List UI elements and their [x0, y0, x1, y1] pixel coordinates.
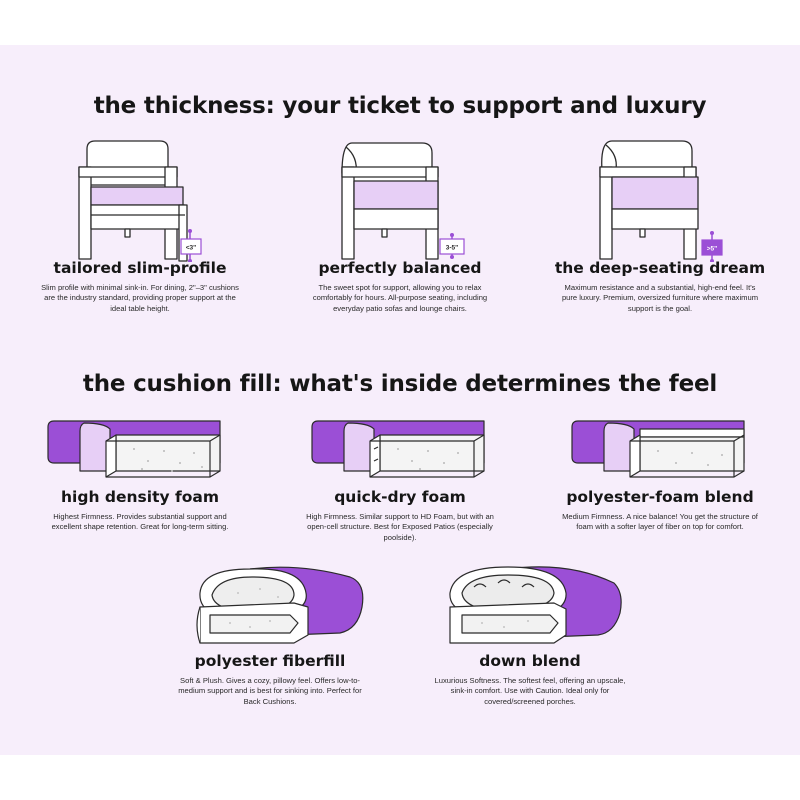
thickness-heading: the thickness: your ticket to support an… — [93, 93, 707, 119]
thickness-badge-deep: >5" — [707, 246, 718, 253]
item-description: Slim profile with minimal sink-in. For d… — [41, 283, 239, 313]
fill-item-poly-foam: polyester-foam blend Medium Firmness. A … — [540, 488, 780, 533]
item-title: down blend — [479, 652, 581, 670]
item-description: Soft & Plush. Gives a cozy, pillowy feel… — [178, 676, 362, 706]
item-title: polyester-foam blend — [566, 488, 754, 506]
item-description: Medium Firmness. A nice balance! You get… — [562, 512, 758, 532]
fill-item-quick-dry: quick-dry foam High Firmness. Similar su… — [280, 488, 520, 543]
fill-heading: the cushion fill: what's inside determin… — [82, 371, 718, 397]
item-description: High Firmness. Similar support to HD Foa… — [306, 512, 494, 542]
item-title: polyester fiberfill — [194, 652, 346, 670]
thickness-item-balanced: perfectly balanced The sweet spot for su… — [280, 259, 520, 314]
item-title: the deep-seating dream — [554, 259, 766, 277]
item-title: high density foam — [61, 488, 219, 506]
quick-dry-foam-illustration — [311, 420, 485, 478]
item-description: The sweet spot for support, allowing you… — [312, 283, 488, 313]
infographic-panel: the thickness: your ticket to support an… — [0, 45, 800, 755]
high-density-foam-illustration — [47, 420, 221, 478]
item-description: Highest Firmness. Provides substantial s… — [51, 512, 229, 532]
polyester-fiberfill-illustration — [196, 566, 364, 644]
item-title: perfectly balanced — [318, 259, 482, 277]
balanced-chair-illustration: 3-5" — [341, 142, 465, 260]
thickness-item-deep: the deep-seating dream Maximum resistanc… — [540, 259, 780, 314]
fill-item-down-blend: down blend Luxurious Softness. The softe… — [410, 652, 650, 707]
item-title: tailored slim-profile — [53, 259, 227, 277]
thickness-badge-slim: <3" — [186, 245, 197, 252]
fill-item-high-density: high density foam Highest Firmness. Prov… — [20, 488, 260, 533]
item-title: quick-dry foam — [334, 488, 466, 506]
down-blend-illustration — [449, 566, 622, 644]
fill-item-fiberfill: polyester fiberfill Soft & Plush. Gives … — [150, 652, 390, 707]
item-description: Maximum resistance and a substantial, hi… — [561, 283, 759, 313]
polyester-foam-blend-illustration — [571, 420, 745, 478]
item-description: Luxurious Softness. The softest feel, of… — [434, 676, 626, 706]
thickness-badge-balanced: 3-5" — [446, 245, 458, 252]
deep-seating-chair-illustration: >5" — [599, 140, 723, 262]
thickness-item-slim: tailored slim-profile Slim profile with … — [20, 259, 260, 314]
slim-chair-illustration: <3" — [78, 140, 202, 262]
